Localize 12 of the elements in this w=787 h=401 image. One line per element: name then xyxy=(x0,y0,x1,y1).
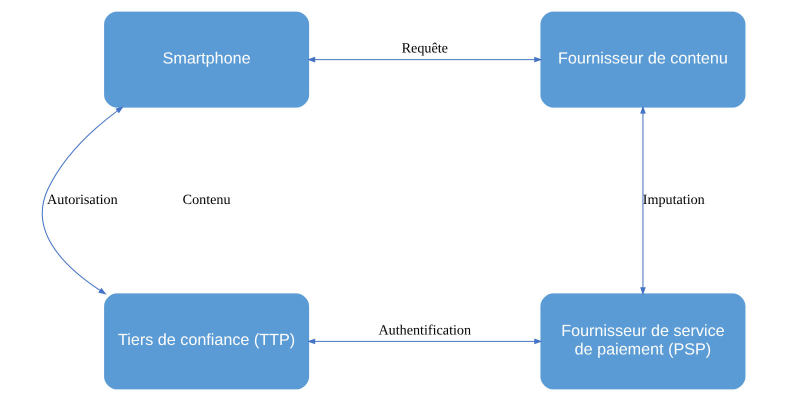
node-box: Fournisseur de contenu xyxy=(540,12,746,108)
arrow xyxy=(307,56,542,62)
node-box: Fournisseur de service de paiement (PSP) xyxy=(540,293,746,390)
node-box: Tiers de confiance (TTP) xyxy=(104,293,310,390)
arrow xyxy=(307,338,542,344)
arrow xyxy=(640,106,646,296)
edge-label: Autorisation xyxy=(47,192,118,208)
arrow xyxy=(42,106,124,295)
label: Contenu xyxy=(182,192,231,208)
edge-label: Authentification xyxy=(378,322,472,339)
edge-label: Requête xyxy=(402,40,448,57)
node-box: Smartphone xyxy=(104,12,310,108)
